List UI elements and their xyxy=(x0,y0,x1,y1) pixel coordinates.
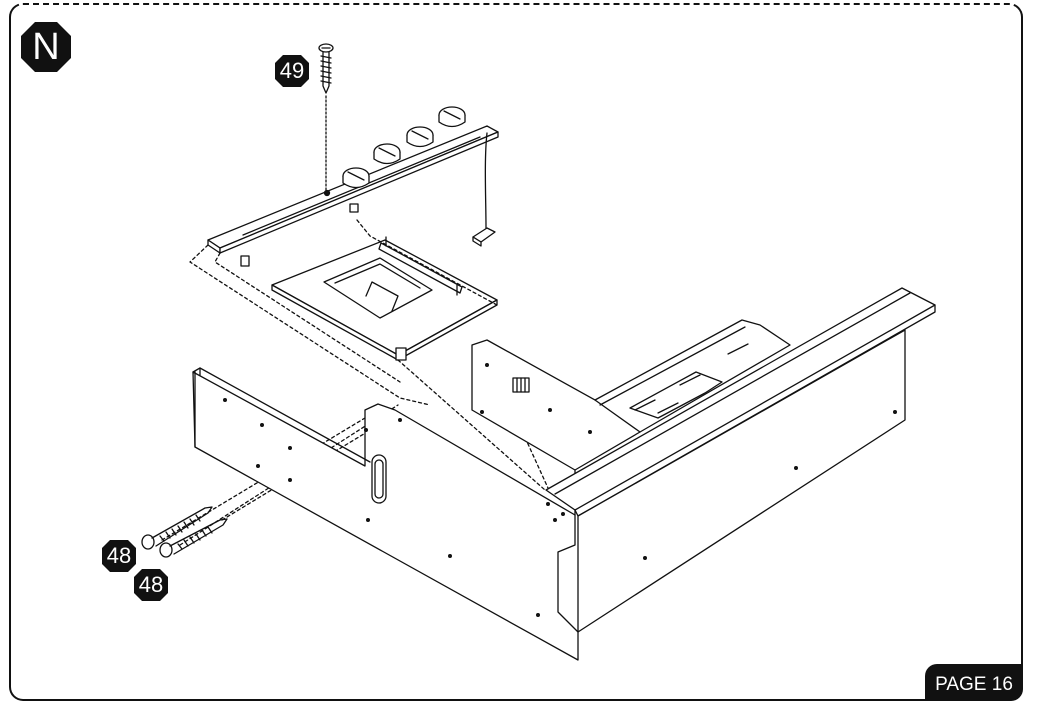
part-tag-49-badge xyxy=(275,55,309,87)
screw-49-icon xyxy=(319,44,333,190)
part-tag-48-badge xyxy=(134,569,168,601)
tray-plate xyxy=(272,237,497,360)
step-badge-octagon-icon xyxy=(21,22,71,72)
knob-icon xyxy=(374,144,400,164)
step-letter: N xyxy=(32,26,60,68)
screw-48-icon xyxy=(142,507,212,549)
part-tag-48-badge xyxy=(102,540,136,572)
part-tag-48: 48 xyxy=(138,572,164,597)
screw-48-icon xyxy=(160,519,227,557)
page-number: PAGE 16 xyxy=(935,674,1013,695)
part-tag-49: 49 xyxy=(279,58,305,83)
page-frame xyxy=(9,3,1023,701)
knob-icon xyxy=(439,107,465,127)
cabinet-frame xyxy=(193,288,935,660)
knob-icon xyxy=(407,127,433,147)
control-panel xyxy=(208,107,498,266)
knob-icon xyxy=(343,168,369,188)
page-number-box xyxy=(925,664,1023,701)
part-tag-48: 48 xyxy=(106,543,132,568)
